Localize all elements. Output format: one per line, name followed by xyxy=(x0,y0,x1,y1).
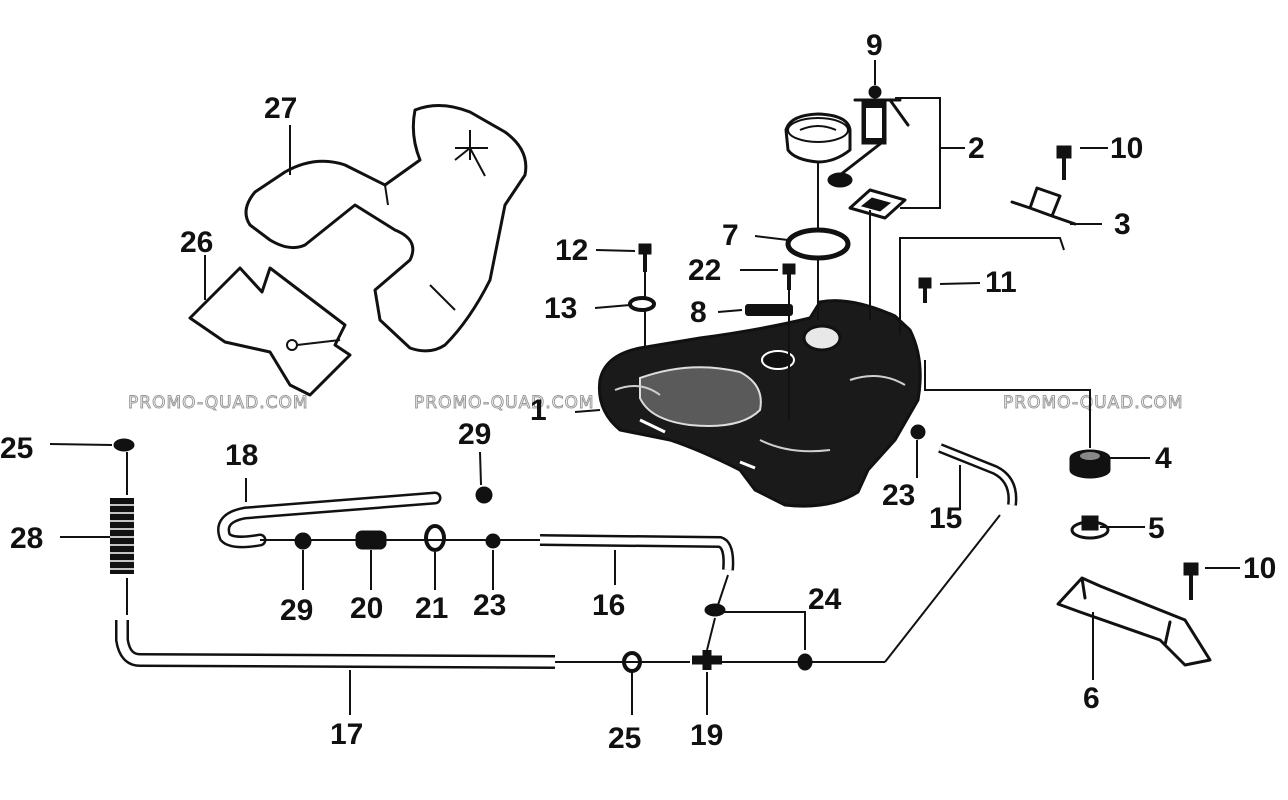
callout-29-top: 29 xyxy=(458,418,491,451)
callout-6: 6 xyxy=(1083,682,1100,715)
callout-labels: 1 2 3 4 5 6 7 8 9 10 10 11 12 13 15 16 1… xyxy=(0,29,1276,755)
fuel-cap xyxy=(784,112,852,164)
bolts xyxy=(638,145,1199,600)
callout-25-left: 25 xyxy=(0,432,33,465)
callout-12: 12 xyxy=(555,234,588,267)
tank-bracket xyxy=(1056,576,1212,667)
callout-25-bottom: 25 xyxy=(608,722,641,755)
callout-29-bottom: 29 xyxy=(280,594,313,627)
callout-27: 27 xyxy=(264,92,297,125)
callout-24: 24 xyxy=(808,583,842,616)
callout-28: 28 xyxy=(10,522,43,555)
callout-1: 1 xyxy=(530,394,547,427)
callout-21: 21 xyxy=(415,592,448,625)
pad-fold-lines xyxy=(384,184,456,311)
callout-17: 17 xyxy=(330,718,363,751)
callout-2: 2 xyxy=(968,132,985,165)
callout-18: 18 xyxy=(225,439,258,472)
pad-hole xyxy=(286,339,298,351)
callout-23-tank: 23 xyxy=(882,479,915,512)
heat-shield-pad-lower xyxy=(188,266,352,397)
pad-cross-mark xyxy=(454,130,488,177)
callout-13: 13 xyxy=(544,292,577,325)
fuel-tank xyxy=(597,299,922,508)
cap-gasket xyxy=(785,227,851,261)
callout-8: 8 xyxy=(690,296,707,329)
callout-10-top: 10 xyxy=(1110,132,1143,165)
watermark-4: PROMO-QUAD.COM xyxy=(1003,393,1184,413)
rubber-damper xyxy=(1069,449,1111,479)
callout-16: 16 xyxy=(592,589,625,622)
fittings xyxy=(113,424,926,673)
callout-20: 20 xyxy=(350,592,383,625)
callout-15: 15 xyxy=(929,502,962,535)
callout-3: 3 xyxy=(1114,208,1131,241)
callout-10-bottom: 10 xyxy=(1243,552,1276,585)
callout-7: 7 xyxy=(722,219,739,252)
collar xyxy=(1070,515,1110,540)
fuel-pump-assembly xyxy=(827,85,910,220)
leader-lines xyxy=(49,60,1240,715)
callout-11: 11 xyxy=(985,266,1017,299)
callout-19: 19 xyxy=(690,719,723,752)
pad-line xyxy=(296,339,341,346)
hoses xyxy=(110,443,1018,669)
callout-23-hose: 23 xyxy=(473,589,506,622)
callout-4: 4 xyxy=(1155,442,1172,475)
watermark-1: PROMO-QUAD.COM xyxy=(128,393,309,413)
callout-26: 26 xyxy=(180,226,213,259)
watermark-2: PROMO-QUAD.COM xyxy=(414,393,595,413)
callout-22: 22 xyxy=(688,254,721,287)
heat-shield-pad-upper xyxy=(244,104,528,353)
breather-pipe xyxy=(745,304,793,316)
callout-9: 9 xyxy=(866,29,883,62)
bracket-3 xyxy=(1010,186,1077,226)
washer-13 xyxy=(628,296,656,312)
callout-5: 5 xyxy=(1148,512,1165,545)
